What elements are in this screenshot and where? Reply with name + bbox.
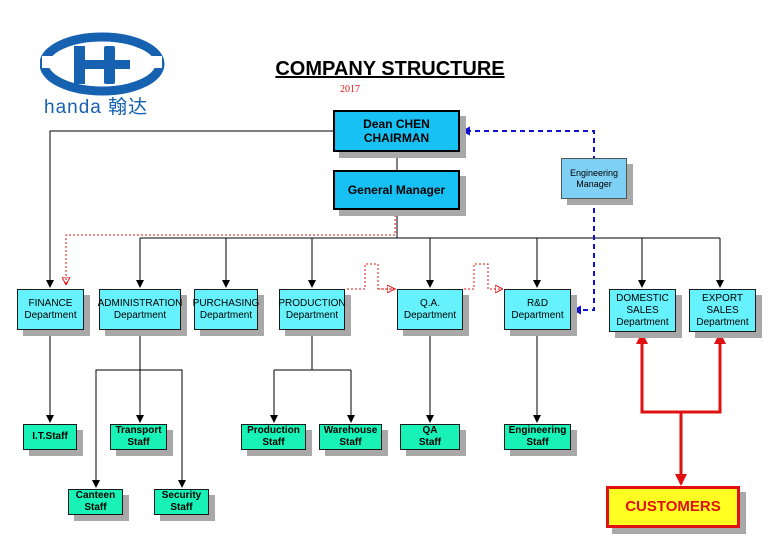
engineering-staff: Engineering Staff — [504, 424, 571, 450]
general-manager-box: General Manager — [333, 170, 460, 210]
export-sales-department: EXPORT SALES Department — [689, 289, 756, 332]
qa-department: Q.A. Department — [397, 289, 463, 330]
finance-department: FINANCE Department — [17, 289, 84, 330]
production-staff: Production Staff — [241, 424, 306, 450]
production-department: PRODUCTION Department — [278, 289, 346, 330]
rnd-department: R&D Department — [504, 289, 571, 330]
chairman-box: Dean CHEN CHAIRMAN — [333, 110, 460, 152]
canteen-staff: Canteen Staff — [68, 489, 123, 515]
warehouse-staff: Warehouse Staff — [319, 424, 382, 450]
customers-box: CUSTOMERS — [606, 486, 740, 528]
dashed-blue-connectors — [461, 126, 595, 315]
administration-department: ADMINISTRATION Department — [98, 289, 182, 330]
solid-connectors — [46, 130, 724, 488]
it-staff: I.T.Staff — [23, 424, 77, 450]
domestic-sales-department: DOMESTIC SALES Department — [609, 289, 676, 332]
engineering-manager-box: Engineering Manager — [561, 158, 627, 199]
customer-links — [636, 332, 726, 486]
dotted-red-connectors — [66, 211, 502, 289]
logo-wordmark: handa 翰达 — [44, 97, 149, 118]
transport-staff: Transport Staff — [110, 424, 167, 450]
qa-staff: QA Staff — [400, 424, 460, 450]
year-label: 2017 — [340, 84, 360, 95]
handa-logo — [40, 32, 165, 96]
page-title: COMPANY STRUCTURE — [275, 58, 505, 80]
security-staff: Security Staff — [154, 489, 209, 515]
purchasing-department: PURCHASING Department — [193, 289, 259, 330]
